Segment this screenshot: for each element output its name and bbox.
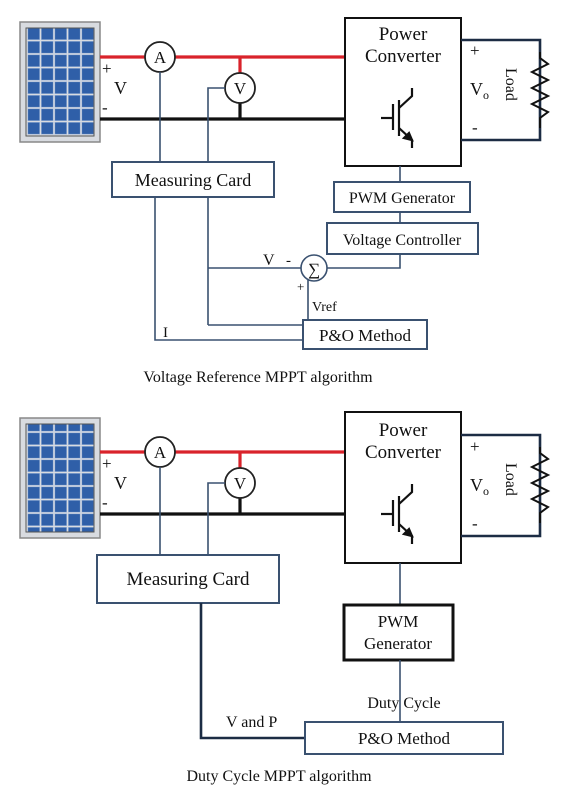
voltmeter-to-card-wire [207,482,225,555]
measuring-card-label: Measuring Card [135,170,251,190]
ammeter-label: A [154,48,167,67]
load-wiring [461,38,542,142]
voltmeter-label: V [234,79,247,98]
sum-symbol: ∑ [308,260,320,279]
ammeter-icon: A [144,436,176,468]
panel-minus: - [102,98,108,117]
i-label: I [163,325,168,341]
caption-top: Voltage Reference MPPT algorithm [143,369,373,386]
diagram-bottom: + V - A V Power Converter [19,411,551,785]
igbt-icon [381,484,414,544]
summing-junction-icon: ∑ [300,254,328,282]
load-resistor-icon [529,447,551,523]
load-minus: - [472,514,478,533]
voltmeter-icon: V [224,72,256,104]
diagram-top: + V - A V Power Converter [19,17,551,386]
pwm-generator-box [342,603,455,662]
sum-plus: + [297,279,304,294]
voltmeter-label: V [234,474,247,493]
sum-v-label: V [263,252,275,269]
pwm-generator-box [333,181,471,213]
igbt-icon [381,88,414,148]
solar-panel-icon [19,417,101,539]
vref-label: Vref [312,300,337,315]
pwm-label-line1: PWM [378,612,419,631]
load-vo-label: Vo [470,475,489,498]
pwm-label-line2: Generator [364,634,432,653]
v-and-p-label: V and P [226,714,277,731]
po-method-box [302,319,428,350]
load-plus: + [470,437,480,456]
ammeter-label: A [154,443,167,462]
po-method-label: P&O Method [358,729,451,748]
converter-title-2: Converter [365,442,442,463]
measuring-card-box [96,554,280,604]
solar-panel-icon [19,21,101,143]
i-to-po-wire [154,197,303,341]
sum-to-controller-wire [327,254,401,269]
panel-minus: - [102,493,108,512]
load-minus: - [472,118,478,137]
duty-cycle-label: Duty Cycle [367,695,440,712]
load-wiring [461,433,542,538]
voltmeter-icon: V [224,467,256,499]
ammeter-icon: A [144,41,176,73]
load-label: Load [502,463,519,496]
vp-to-po-wire [199,603,305,740]
converter-title-1: Power [379,420,428,441]
power-converter: Power Converter [344,411,462,564]
load-resistor-icon [529,52,551,128]
voltmeter-to-card-wire [207,87,225,162]
voltage-controller-box [326,222,479,255]
panel-plus: + [102,454,112,473]
panel-plus: + [102,59,112,78]
load-plus: + [470,41,480,60]
load-label: Load [502,68,519,101]
voltage-controller-label: Voltage Controller [343,232,462,249]
converter-title-2: Converter [365,46,442,67]
pwm-generator-label: PWM Generator [349,190,456,207]
panel-voltage-label: V [114,473,127,493]
power-converter: Power Converter [344,17,462,167]
po-method-label: P&O Method [319,326,412,345]
panel-voltage-label: V [114,78,127,98]
measuring-card-box [111,161,275,198]
caption-bottom: Duty Cycle MPPT algorithm [186,768,372,785]
sum-minus: - [286,253,291,269]
load-vo-label: Vo [470,79,489,102]
po-method-box [304,721,504,755]
converter-title-1: Power [379,24,428,45]
measuring-card-label: Measuring Card [127,569,250,590]
